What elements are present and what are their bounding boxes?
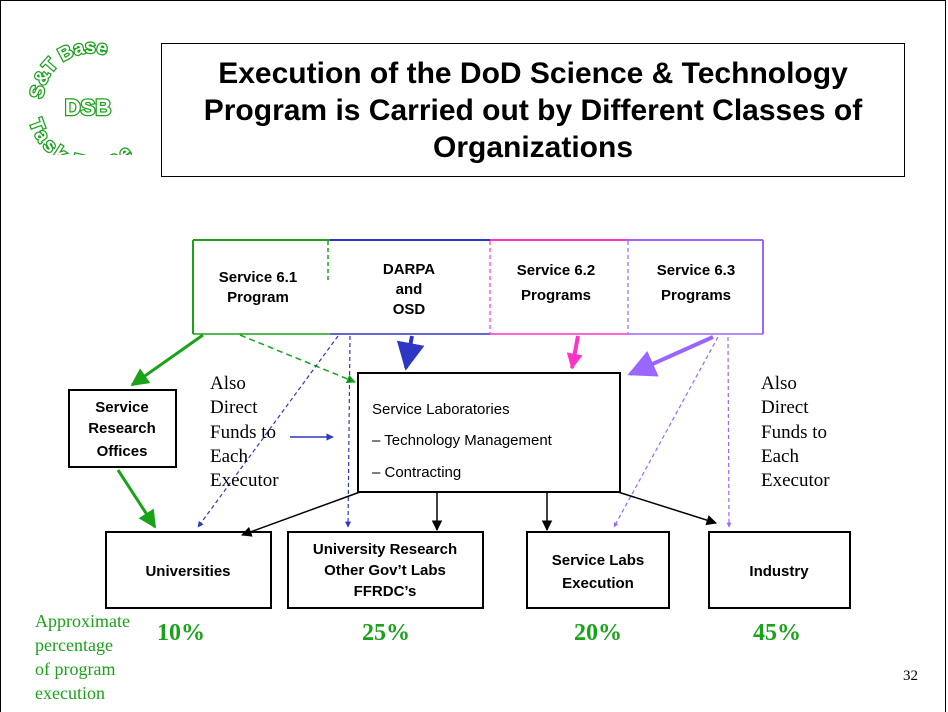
also-left-line4: Each — [210, 446, 248, 467]
box-service-6-2-line1: Service 6.2 — [517, 262, 595, 279]
flow-arrows — [116, 333, 732, 537]
dsb-task-force-logo: S&T Base DSB Task Force — [25, 36, 137, 155]
box-universities: Universities — [105, 531, 272, 609]
approx-percentage-label: Approximate percentage of program execut… — [35, 611, 130, 703]
box-service-labs-execution: Service Labs Execution — [526, 531, 670, 609]
note-also-direct-right: Also Direct Funds to Each Executor — [761, 373, 830, 491]
service-labs-exec-line1: Service Labs — [552, 552, 645, 569]
box-darpa-line2: and — [396, 281, 423, 298]
box-darpa-line1: DARPA — [383, 261, 435, 278]
arrow-6-3-to-labs — [627, 335, 714, 377]
arrow-darpa-to-labs — [396, 335, 425, 371]
box-service-6-3-line1: Service 6.3 — [657, 262, 735, 279]
box-darpa-line3: OSD — [393, 301, 426, 318]
arrow-6-3-to-service-labs-exec — [613, 336, 719, 528]
percentages: 10% 25% 20% 45% — [157, 620, 801, 646]
service-labs-exec-line2: Execution — [562, 575, 634, 592]
box-service-6-3: Service 6.3 Programs — [657, 262, 735, 304]
box-service-research-offices: Service Research Offices — [68, 389, 177, 468]
approx-line4: execution — [35, 683, 105, 703]
sro-line1: Service — [95, 399, 148, 416]
univ-research-line2: Other Gov’t Labs — [324, 562, 446, 579]
arrow-sro-to-universities — [116, 469, 157, 529]
arrow-darpa-to-univ-research — [345, 335, 352, 528]
box-university-research: University Research Other Gov’t Labs FFR… — [287, 531, 484, 609]
page-number: 32 — [903, 668, 918, 684]
also-right-line2: Direct — [761, 397, 809, 418]
pct-university-research: 25% — [362, 620, 410, 646]
also-right-line4: Each — [761, 446, 799, 467]
pct-industry: 45% — [753, 620, 801, 646]
also-right-line5: Executor — [761, 470, 830, 491]
box-service-6-2: Service 6.2 Programs — [517, 262, 595, 304]
approx-line3: of program — [35, 659, 115, 679]
service-labs-title: Service Laboratories — [372, 401, 510, 418]
arrow-darpa-to-universities — [197, 335, 339, 528]
also-right-line3: Funds to — [761, 422, 827, 443]
also-left-line3: Funds to — [210, 422, 276, 443]
box-service-6-2-line2: Programs — [521, 287, 591, 304]
approx-line1: Approximate — [35, 611, 130, 631]
industry-label: Industry — [749, 563, 809, 580]
univ-research-line1: University Research — [313, 541, 457, 558]
slide-title: Execution of the DoD Science & Technolog… — [161, 43, 905, 177]
also-right-line1: Also — [761, 373, 797, 394]
also-left-line5: Executor — [210, 470, 279, 491]
arrow-6-2-to-labs — [566, 335, 583, 370]
univ-research-line3: FFRDC’s — [354, 583, 417, 600]
box-service-6-1: Service 6.1 Program — [219, 269, 297, 306]
box-service-6-1-line1: Service 6.1 — [219, 269, 297, 286]
universities-label: Universities — [145, 563, 230, 580]
box-industry: Industry — [708, 531, 851, 609]
note-also-direct-left: Also Direct Funds to Each Executor — [210, 373, 279, 491]
approx-line2: percentage — [35, 635, 113, 655]
box-service-6-3-line2: Programs — [661, 287, 731, 304]
box-service-laboratories: Service Laboratories – Technology Manage… — [357, 372, 621, 493]
arrow-6-3-to-industry — [726, 336, 732, 528]
arrow-labs-to-universities — [241, 491, 361, 537]
also-left-line2: Direct — [210, 397, 258, 418]
pct-universities: 10% — [157, 620, 205, 646]
arrow-6-1-to-sro — [130, 333, 204, 387]
arrow-6-1-to-labs — [239, 334, 356, 384]
also-left-line1: Also — [210, 373, 246, 394]
sro-line2: Research — [88, 420, 156, 437]
service-labs-item-contracting: – Contracting — [372, 464, 461, 481]
arrow-labs-to-industry — [617, 491, 718, 526]
box-darpa-osd: DARPA and OSD — [383, 261, 435, 318]
service-labs-item-technology-management: – Technology Management — [372, 432, 553, 449]
top-funding-boxes: Service 6.1 Program DARPA and OSD Servic… — [192, 239, 764, 335]
pct-service-labs-execution: 20% — [574, 620, 622, 646]
sro-line3: Offices — [97, 443, 148, 460]
box-service-6-1-line2: Program — [227, 289, 289, 306]
logo-center-text: DSB — [65, 95, 111, 120]
slide-title-text: Execution of the DoD Science & Technolog… — [203, 56, 863, 164]
